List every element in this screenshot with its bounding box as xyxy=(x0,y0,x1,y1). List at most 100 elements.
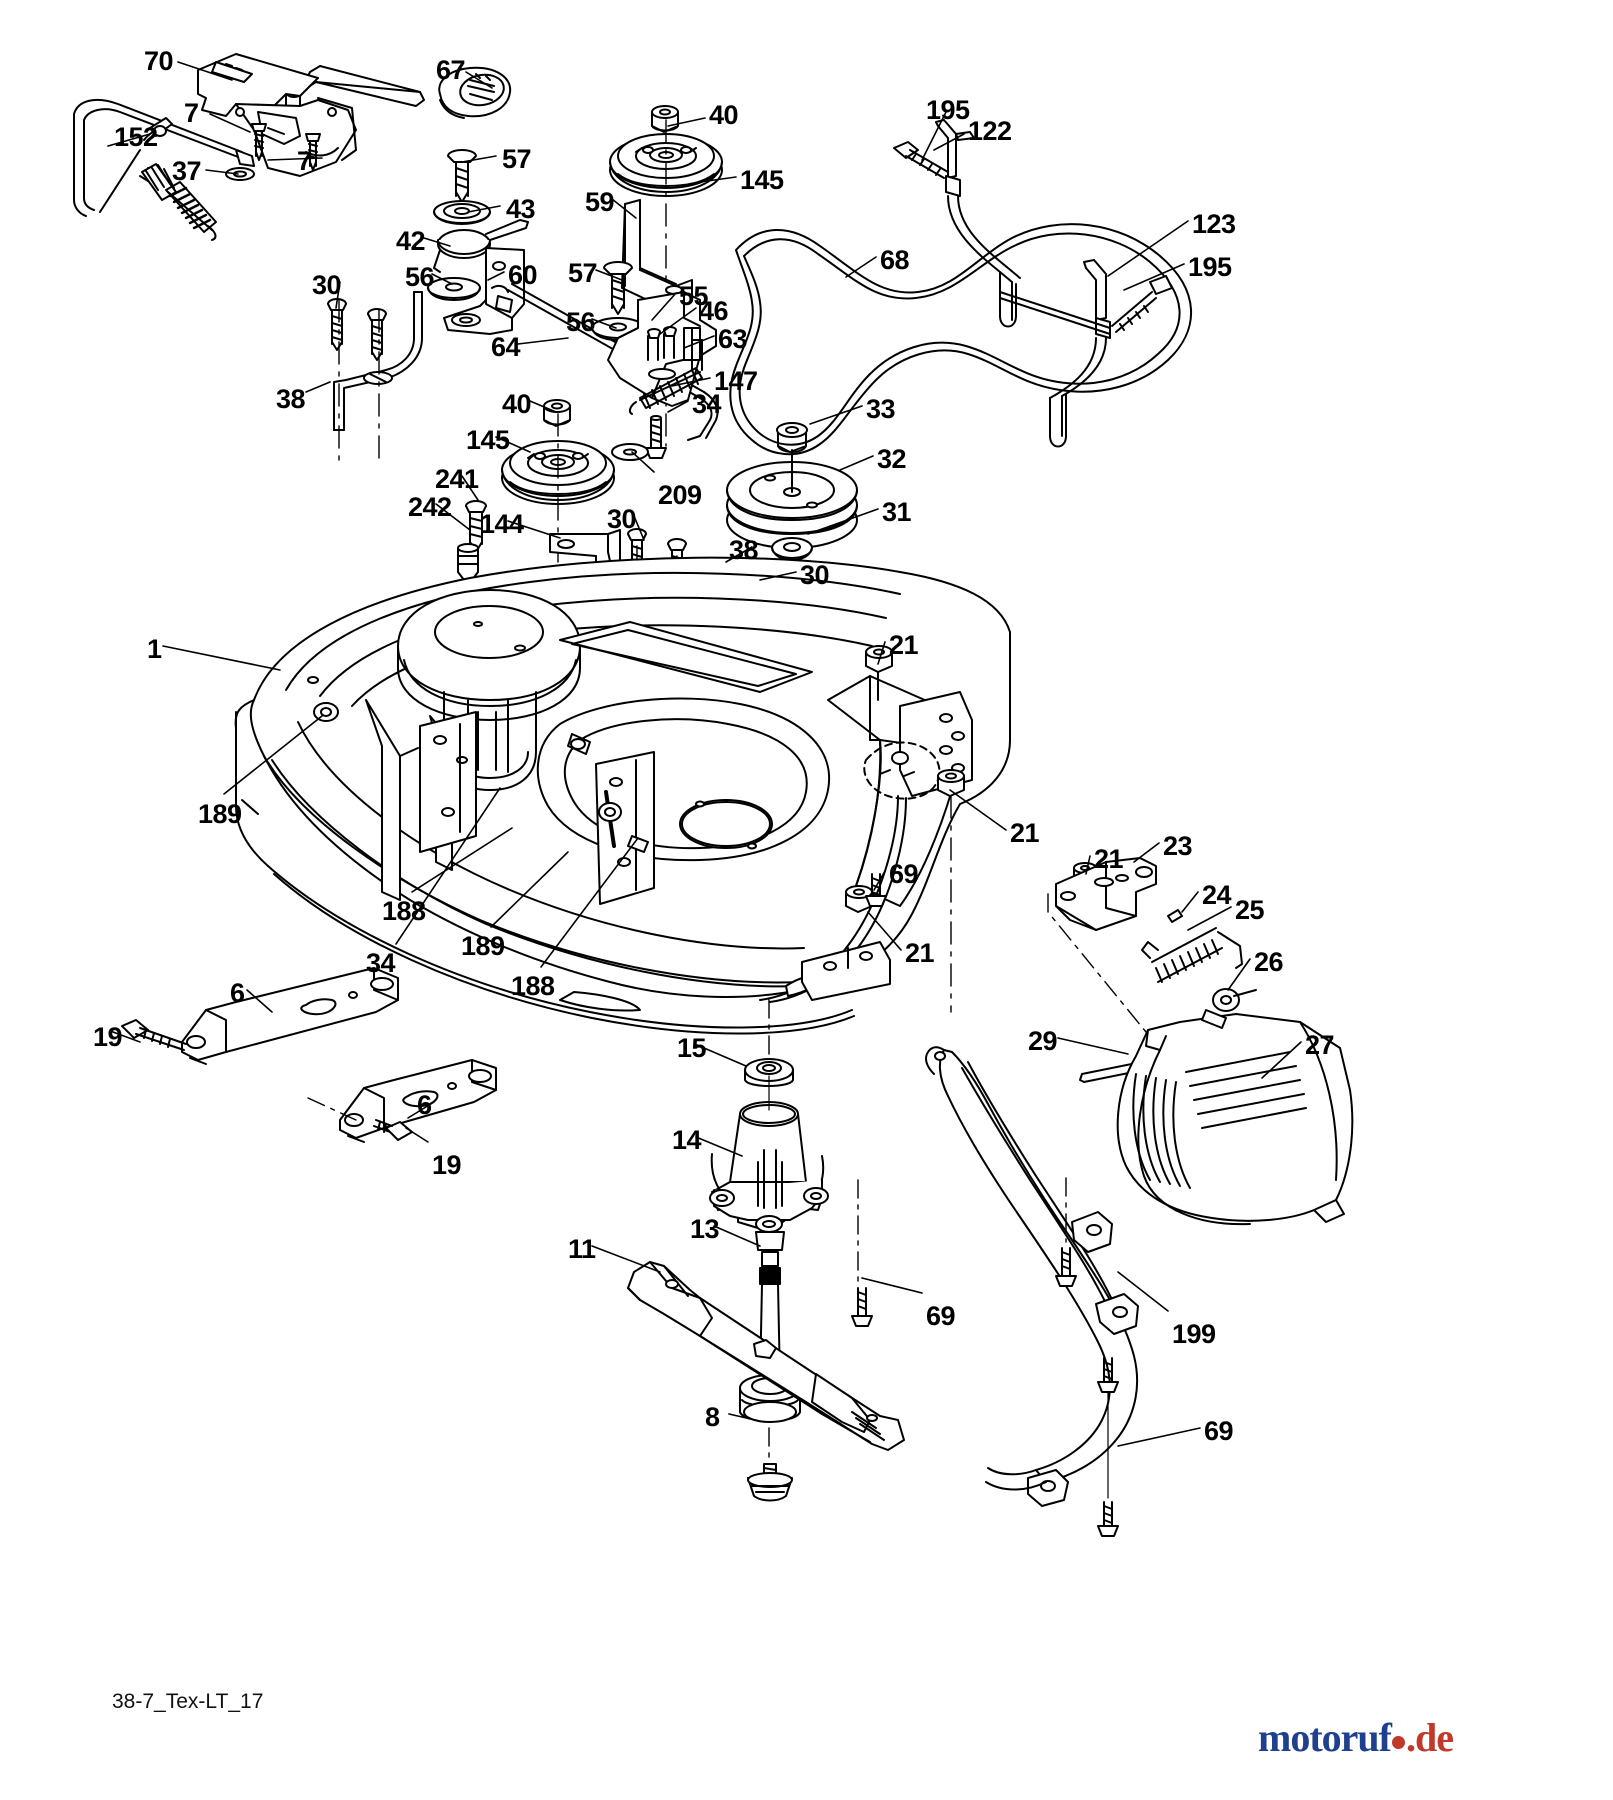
leader-line xyxy=(1227,958,1251,991)
leader-line xyxy=(933,133,965,151)
leader-line xyxy=(845,256,877,278)
leader-line xyxy=(591,1245,661,1273)
callout-34: 34 xyxy=(692,389,722,419)
part-67-knob xyxy=(438,66,512,119)
leader-line xyxy=(223,715,323,795)
part-31-washer xyxy=(771,537,813,561)
part-199-deflector xyxy=(925,1046,1139,1507)
leader-line xyxy=(725,546,753,563)
callout-69: 69 xyxy=(889,859,919,889)
part-59-bracket xyxy=(621,199,693,307)
leader-line xyxy=(162,645,281,671)
callout-25: 25 xyxy=(1235,895,1265,925)
leader-line xyxy=(1123,263,1185,291)
part-38-rod-left xyxy=(333,291,423,431)
part-26-washer xyxy=(1212,988,1257,1012)
leader-line xyxy=(517,337,569,345)
leader-line xyxy=(667,117,706,127)
callout-57: 57 xyxy=(568,258,598,288)
figure-code: 38-7_Tex-LT_17 xyxy=(112,1690,264,1713)
part-147-extension-spring xyxy=(628,367,703,415)
callout-67: 67 xyxy=(436,55,466,85)
callout-11: 11 xyxy=(568,1234,596,1264)
callout-7: 7 xyxy=(184,98,199,128)
part-34-bolt-upper xyxy=(645,415,667,459)
leader-line xyxy=(177,61,233,81)
callout-30: 30 xyxy=(312,270,342,300)
callout-241: 241 xyxy=(435,464,479,494)
part-6-bracket-upper xyxy=(181,967,399,1065)
leader-line xyxy=(435,503,471,531)
callout-152: 152 xyxy=(114,122,158,152)
callout-27: 27 xyxy=(1305,1030,1335,1060)
callout-195: 195 xyxy=(926,95,970,125)
leader-line xyxy=(1085,855,1091,875)
leader-line xyxy=(667,400,689,413)
leader-line xyxy=(877,641,886,665)
part-43-pulley-washer xyxy=(433,200,491,225)
leader-line xyxy=(699,176,737,183)
part-69-bolts-deck xyxy=(847,873,887,969)
leader-line xyxy=(1117,1427,1201,1447)
leader-line xyxy=(728,1413,765,1423)
leader-line xyxy=(651,292,677,321)
part-23-bracket xyxy=(1055,857,1157,931)
callout-69: 69 xyxy=(1204,1416,1234,1446)
leader-line xyxy=(267,157,323,161)
callout-42: 42 xyxy=(396,226,426,256)
callout-15: 15 xyxy=(677,1033,707,1063)
callout-21: 21 xyxy=(1010,818,1040,848)
callout-69: 69 xyxy=(926,1301,956,1331)
part-56-washer-left xyxy=(427,277,481,301)
callout-30: 30 xyxy=(800,560,830,590)
callout-21: 21 xyxy=(1094,844,1124,874)
leader-line xyxy=(507,520,561,539)
part-69-bolts-lower xyxy=(851,1177,1119,1537)
leader-line xyxy=(611,198,637,219)
part-42-retaining-ring xyxy=(433,219,529,273)
callout-19: 19 xyxy=(432,1150,462,1180)
leader-line xyxy=(1107,220,1189,277)
callout-7: 7 xyxy=(297,146,312,176)
leader-line xyxy=(921,111,947,161)
callout-147: 147 xyxy=(714,366,758,396)
callout-189: 189 xyxy=(198,799,242,829)
leader-line xyxy=(595,269,623,281)
leader-line xyxy=(839,455,874,471)
leader-line xyxy=(695,1136,743,1157)
callout-145: 145 xyxy=(740,165,784,195)
callout-13: 13 xyxy=(690,1214,720,1244)
callout-6: 6 xyxy=(417,1090,432,1120)
callout-34: 34 xyxy=(366,948,396,978)
callout-242: 242 xyxy=(408,492,452,522)
part-30-screws-left xyxy=(327,298,387,361)
callout-56: 56 xyxy=(566,307,596,337)
leader-line xyxy=(490,851,569,928)
callout-31: 31 xyxy=(882,497,912,527)
callout-188: 188 xyxy=(382,896,426,926)
callout-23: 23 xyxy=(1163,831,1193,861)
motoruf-watermark: motoruf.de xyxy=(1258,1716,1588,1762)
callout-63: 63 xyxy=(718,324,748,354)
part-11-mower-blade xyxy=(627,1261,905,1451)
leader-line xyxy=(759,571,797,581)
leader-line xyxy=(591,318,617,329)
leader-line xyxy=(1261,1041,1302,1079)
callout-37: 37 xyxy=(172,156,202,186)
callout-189: 189 xyxy=(461,931,505,961)
part-25-extension-spring xyxy=(1141,927,1243,983)
leader-line xyxy=(411,827,513,893)
leader-line xyxy=(807,508,879,535)
part-68-drive-belt xyxy=(729,223,1192,456)
callout-188: 188 xyxy=(511,971,555,1001)
callout-64: 64 xyxy=(491,332,521,362)
callout-38: 38 xyxy=(276,384,306,414)
part-32-drive-pulley xyxy=(726,449,858,549)
leader-line xyxy=(873,870,886,891)
part-19-bolt-upper xyxy=(121,1019,187,1051)
callout-56: 56 xyxy=(405,262,435,292)
callout-32: 32 xyxy=(877,444,907,474)
callout-145: 145 xyxy=(466,425,510,455)
leader-line xyxy=(1057,1037,1129,1055)
